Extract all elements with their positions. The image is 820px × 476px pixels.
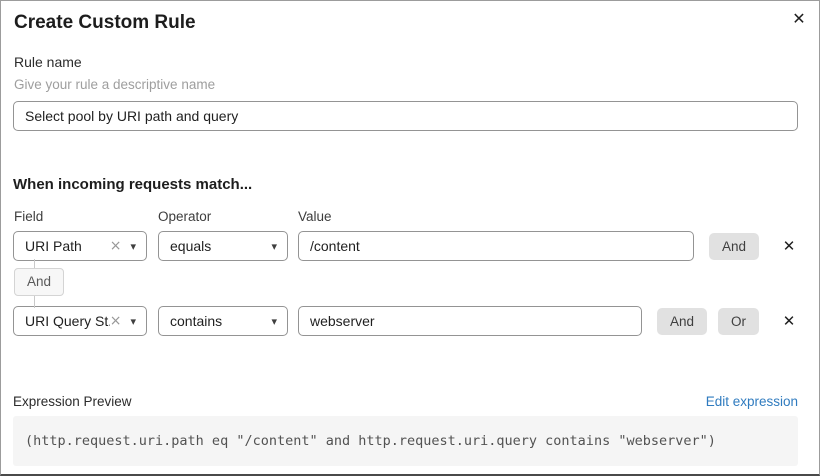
rule-name-hint: Give your rule a descriptive name	[14, 77, 216, 92]
value-input-row1[interactable]	[298, 231, 694, 261]
operator-select-row2[interactable]: contains ▾	[158, 306, 288, 336]
clear-selection-icon[interactable]: ×	[109, 313, 122, 329]
column-labels: Field Operator Value	[14, 208, 798, 225]
dialog-title: Create Custom Rule	[14, 12, 196, 33]
operator-select-value: equals	[170, 238, 212, 254]
field-select-value: URI Path	[25, 238, 82, 254]
value-column-label: Value	[298, 209, 332, 224]
add-and-condition-button-row2[interactable]: And	[656, 307, 707, 335]
value-input-row2[interactable]	[298, 306, 642, 336]
remove-row-icon[interactable]: ✕	[780, 237, 798, 255]
field-select-value: URI Query St...	[25, 313, 110, 329]
operator-select-value: contains	[170, 313, 223, 329]
field-select-row1[interactable]: URI Path × ▾	[13, 231, 147, 261]
rule-name-label: Rule name	[14, 54, 82, 70]
chevron-down-icon: ▾	[271, 314, 277, 328]
chevron-down-icon: ▾	[130, 314, 136, 328]
field-select-row2[interactable]: URI Query St... × ▾	[13, 306, 147, 336]
field-column-label: Field	[14, 209, 44, 224]
match-row-1: URI Path × ▾ equals ▾ And ✕	[13, 231, 798, 261]
chevron-down-icon: ▾	[271, 239, 277, 253]
and-connector-badge: And	[14, 268, 65, 296]
expression-code-block: (http.request.uri.path eq "/content" and…	[13, 416, 798, 466]
match-section-heading: When incoming requests match...	[13, 176, 253, 193]
chevron-down-icon: ▾	[130, 239, 136, 253]
rule-name-input[interactable]	[13, 101, 798, 131]
operator-column-label: Operator	[158, 209, 212, 224]
clear-selection-icon[interactable]: ×	[109, 238, 122, 254]
close-icon[interactable]: ✕	[788, 8, 810, 30]
remove-row-icon[interactable]: ✕	[780, 312, 798, 330]
expression-preview-header: Expression Preview Edit expression	[13, 393, 798, 410]
condition-connector: And	[13, 259, 798, 308]
expression-preview-label: Expression Preview	[13, 394, 132, 409]
operator-select-row1[interactable]: equals ▾	[158, 231, 288, 261]
add-and-condition-button-row1[interactable]: And	[708, 232, 759, 260]
match-row-2: URI Query St... × ▾ contains ▾ And Or ✕	[13, 306, 798, 336]
edit-expression-link[interactable]: Edit expression	[705, 394, 798, 409]
add-or-condition-button-row2[interactable]: Or	[718, 307, 759, 335]
